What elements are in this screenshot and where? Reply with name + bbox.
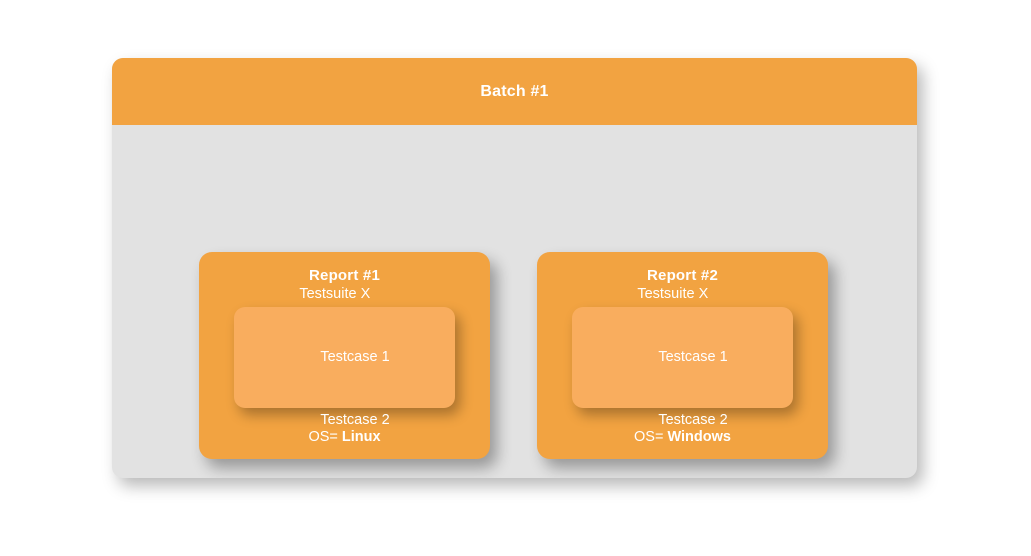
os-line-2: OS= Windows <box>537 428 828 445</box>
report-card-1[interactable]: Report #1 Testsuite X Testcase 1 Testcas… <box>199 252 490 459</box>
testcase-1-report-2: Testcase 1 <box>658 349 728 365</box>
os-label-1: OS= <box>308 428 338 445</box>
testsuite-box-2: Testsuite X Testcase 1 Testcase 2 <box>572 286 793 428</box>
report-card-2[interactable]: Report #2 Testsuite X Testcase 1 Testcas… <box>537 252 828 459</box>
os-value-1: Linux <box>341 428 381 445</box>
testsuite-lines-2: Testsuite X Testcase 1 Testcase 2 <box>637 242 727 473</box>
testcase-1-report-1: Testcase 1 <box>320 349 390 365</box>
os-value-2: Windows <box>667 428 731 445</box>
batch-header: Batch #1 <box>112 58 917 125</box>
testcase-2-report-2: Testcase 2 <box>658 412 728 428</box>
report-title-1: Report #1 <box>309 267 380 284</box>
batch-title: Batch #1 <box>480 82 549 100</box>
report-title-2: Report #2 <box>647 267 718 284</box>
os-label-2: OS= <box>634 428 664 445</box>
testsuite-box-1: Testsuite X Testcase 1 Testcase 2 <box>234 286 455 428</box>
testsuite-lines-1: Testsuite X Testcase 1 Testcase 2 <box>299 242 389 473</box>
os-line-1: OS= Linux <box>199 428 490 445</box>
batch-container: Batch #1 Report #1 Testsuite X Testcase … <box>112 58 917 478</box>
batch-body: Report #1 Testsuite X Testcase 1 Testcas… <box>112 125 917 478</box>
testsuite-name-2: Testsuite X <box>637 286 709 302</box>
testcase-2-report-1: Testcase 2 <box>320 412 390 428</box>
testsuite-name-1: Testsuite X <box>299 286 371 302</box>
